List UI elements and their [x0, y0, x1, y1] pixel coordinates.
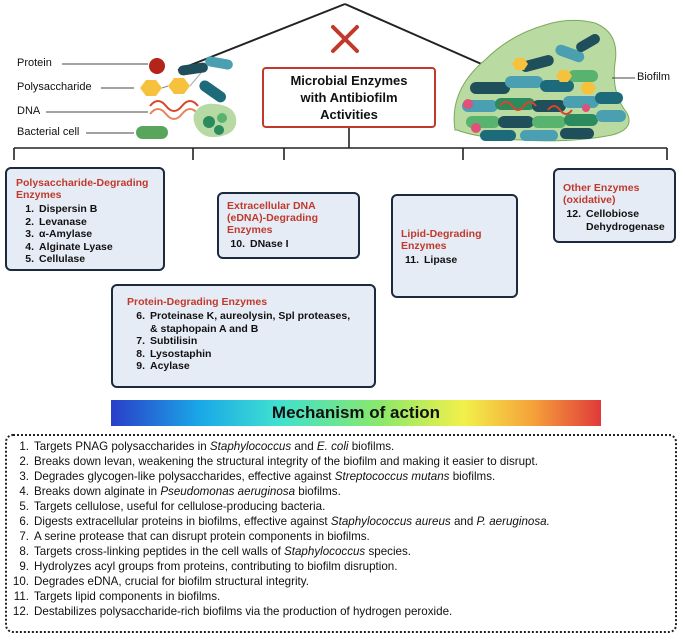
- list-item: 11.Lipase: [404, 254, 458, 266]
- list-item: 3.α-Amylase: [25, 228, 93, 240]
- category-title: Extracellular DNA (eDNA)-Degrading Enzym…: [227, 200, 318, 236]
- list-item: 6.Proteinase K, aureolysin, Spl protease…: [136, 310, 351, 322]
- mechanism-item: 9.Hydrolyzes acyl groups from proteins, …: [19, 560, 398, 573]
- category-lipid: Lipid-Degrading Enzymes 11.Lipase: [391, 194, 518, 298]
- category-edna: Extracellular DNA (eDNA)-Degrading Enzym…: [217, 192, 360, 259]
- list-item: 9.Acylase: [136, 360, 190, 372]
- main-title-line-3: Activities: [320, 107, 378, 122]
- mechanism-list: 1.Targets PNAG polysaccharides in Staphy…: [7, 439, 675, 619]
- top-illustration: [13, 3, 668, 160]
- list-item: 12.Cellobiose: [566, 208, 640, 220]
- biofilm-label: Biofilm: [637, 71, 671, 83]
- mechanism-item: 5.Targets cellulose, useful for cellulos…: [19, 500, 326, 513]
- mechanism-banner: Mechanism of action: [111, 400, 601, 426]
- list-item: 8.Lysostaphin: [136, 347, 212, 360]
- mechanism-item: 8.Targets cross-linking peptides in the …: [19, 545, 411, 558]
- legend-protein-label: Protein: [17, 57, 52, 69]
- category-title: Lipid-Degrading Enzymes: [401, 228, 482, 252]
- list-item: 2.Levanase: [25, 215, 87, 228]
- bacterial-cell-icon: [136, 126, 168, 139]
- mechanism-item: 11.Targets lipid components in biofilms.: [13, 590, 221, 603]
- dna-icon: [149, 100, 199, 120]
- category-protein: Protein-Degrading Enzymes 6.Proteinase K…: [111, 284, 376, 388]
- list-item: 4.Alginate Lyase: [25, 240, 113, 253]
- list-item: 10.DNase I: [230, 238, 289, 250]
- main-title-box: Microbial Enzymes with Antibiofilm Activ…: [262, 67, 436, 128]
- category-title: Polysaccharide-Degrading Enzymes: [16, 177, 149, 201]
- category-title: Other Enzymes (oxidative): [563, 182, 640, 206]
- list-item: 1.Dispersin B: [25, 203, 98, 215]
- category-other: Other Enzymes (oxidative) 12.Cellobiose …: [553, 168, 676, 243]
- mechanism-item: 2.Breaks down levan, weakening the struc…: [19, 455, 538, 468]
- roof-right-line: [344, 3, 487, 67]
- mechanism-list-box: 1.Targets PNAG polysaccharides in Staphy…: [5, 434, 677, 633]
- mechanism-item: 3.Degrades glycogen-like polysaccharides…: [19, 470, 496, 483]
- main-title-line-1: Microbial Enzymes: [290, 73, 408, 88]
- protein-icon: [149, 58, 165, 74]
- mechanism-item: 6.Digests extracellular proteins in biof…: [19, 515, 550, 528]
- mechanism-item: 1.Targets PNAG polysaccharides in Staphy…: [19, 440, 395, 453]
- small-biofilm-blob: [193, 103, 237, 138]
- mechanism-item: 12.Destabilizes polysaccharide-rich biof…: [12, 605, 453, 618]
- cross-icon: [331, 25, 359, 53]
- mechanism-item: 10.Degrades eDNA, crucial for biofilm st…: [12, 575, 309, 588]
- biofilm-icon: [453, 19, 635, 142]
- main-title-line-2: with Antibiofilm: [300, 90, 398, 105]
- legend-dna-label: DNA: [17, 105, 41, 117]
- list-item: & staphopain A and B: [150, 322, 259, 335]
- legend-polysaccharide-label: Polysaccharide: [17, 81, 92, 93]
- mechanism-item: 7.A serine protease that can disrupt pro…: [19, 530, 370, 543]
- legend-bacterial-cell-label: Bacterial cell: [17, 126, 80, 138]
- roof-left-line: [177, 3, 346, 71]
- list-item: 5.Cellulase: [25, 253, 86, 265]
- list-item: 7.Subtilisin: [136, 335, 198, 347]
- list-item: Dehydrogenase: [586, 220, 665, 233]
- category-polysaccharide: Polysaccharide-Degrading Enzymes 1.Dispe…: [5, 167, 165, 271]
- connector-tree: [13, 128, 668, 160]
- mechanism-item: 4.Breaks down alginate in Pseudomonas ae…: [19, 485, 341, 498]
- category-title: Protein-Degrading Enzymes: [127, 296, 268, 308]
- polysaccharide-icon: [140, 61, 211, 96]
